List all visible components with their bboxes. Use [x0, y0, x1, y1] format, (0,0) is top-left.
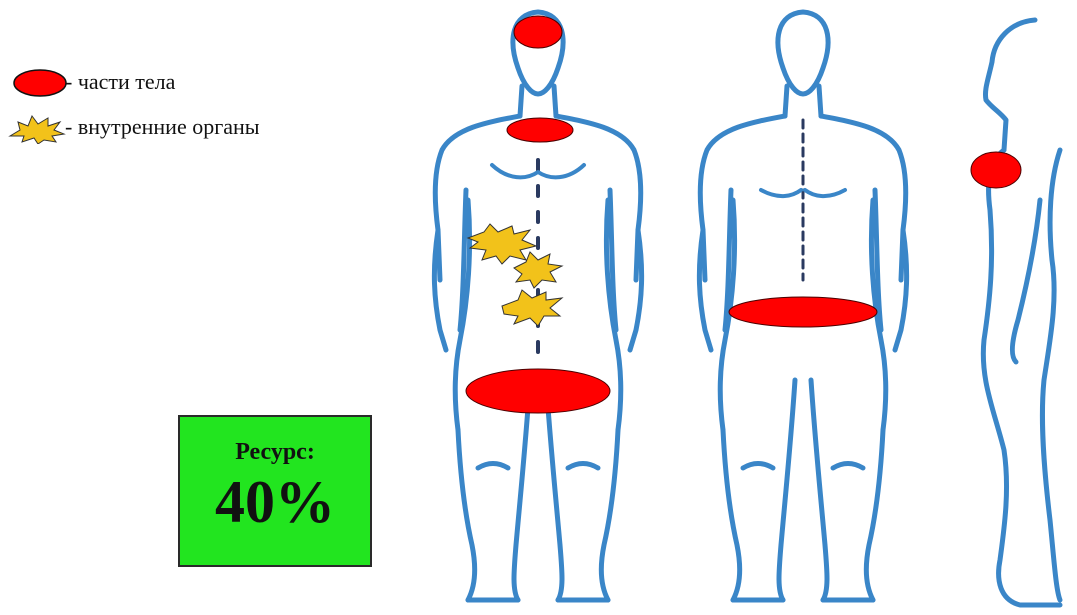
neck-marker [507, 118, 573, 142]
yellow-burst-icon [8, 110, 66, 144]
organ-burst-marker [502, 290, 562, 326]
red-ellipse-icon [8, 68, 68, 98]
resource-box: Ресурс: 40% [178, 415, 372, 567]
pelvis-marker [466, 369, 610, 413]
chest-marker [971, 152, 1021, 188]
head-marker [514, 16, 562, 48]
legend-label-body-parts: - части тела [65, 69, 175, 95]
resource-label: Ресурс: [180, 439, 370, 466]
legend-label-internal-organs: - внутренние органы [65, 114, 260, 140]
resource-value: 40% [180, 472, 370, 532]
legend-item-body-parts: - части тела [8, 68, 268, 98]
organ-burst-marker [468, 224, 536, 264]
legend-item-internal-organs: - внутренние органы [8, 110, 388, 144]
lower-back-marker [729, 297, 877, 327]
side-body-figure [983, 20, 1060, 605]
